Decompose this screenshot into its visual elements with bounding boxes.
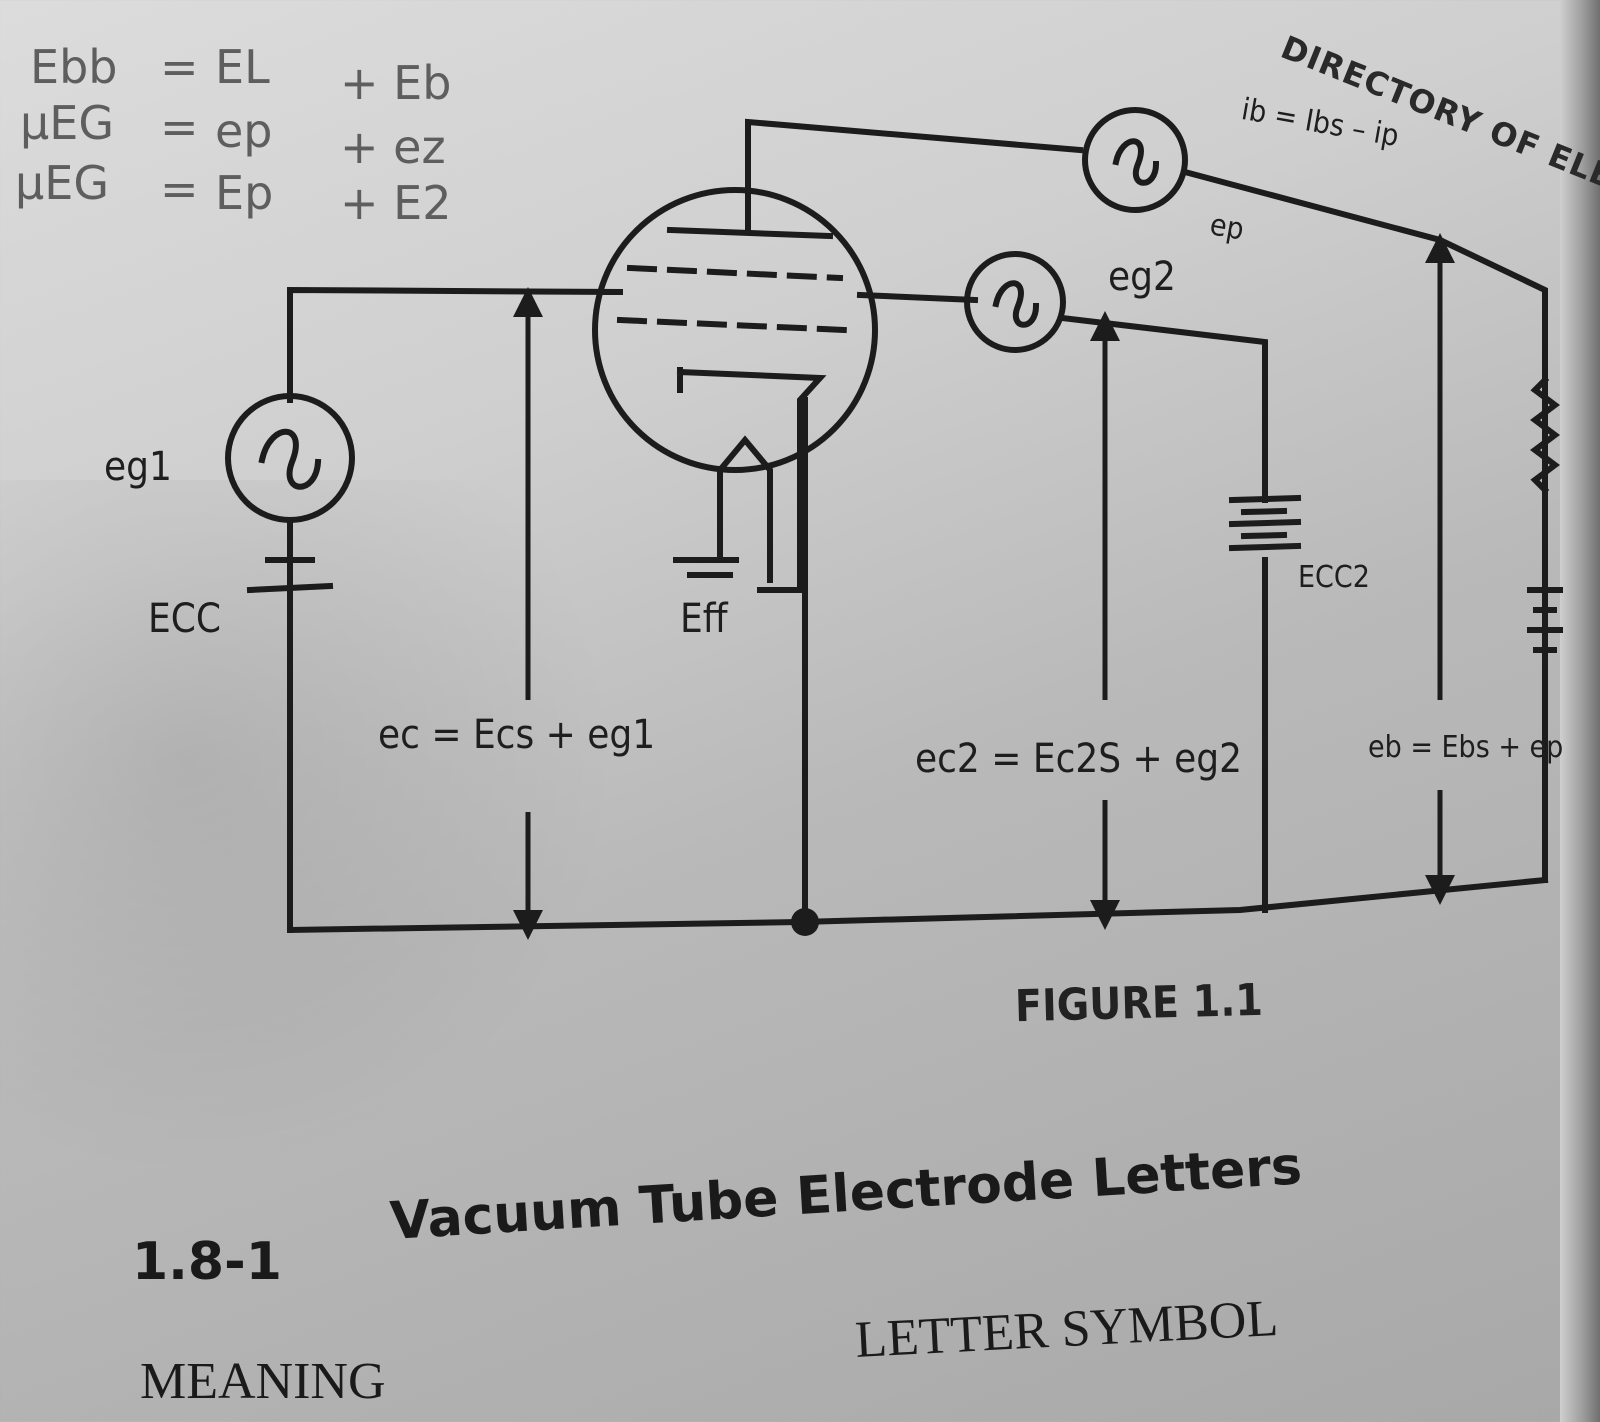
eq3-equals: = <box>160 162 199 216</box>
ep-sine <box>1112 138 1160 186</box>
eq1-lhs: Ebb <box>30 40 118 94</box>
grid-leads <box>597 289 979 304</box>
eq2-equals: = <box>160 100 199 154</box>
label-eg2: eg2 <box>1108 254 1176 300</box>
vacuum-tube <box>592 187 878 473</box>
eq1-term1: EL <box>215 40 270 94</box>
eq1-equals: = <box>160 40 199 94</box>
heater <box>673 435 773 583</box>
ground-bus <box>286 876 1549 934</box>
eq3-lhs: μEG <box>15 156 109 210</box>
eq3-term1: Ep <box>215 166 274 220</box>
ep-source <box>1082 107 1188 213</box>
ecc2-battery <box>1228 494 1302 552</box>
column-header-meaning: MEANING <box>140 1353 386 1410</box>
section-number: 1.8-1 <box>132 1232 282 1292</box>
label-eg1: eg1 <box>104 444 172 490</box>
eg2-sine <box>992 280 1040 328</box>
plate-lead <box>745 118 1084 235</box>
screen-supply <box>1058 314 1268 503</box>
figure-caption: FIGURE 1.1 <box>1014 974 1264 1033</box>
label-ecc: ECC <box>148 596 222 642</box>
eg2-source <box>964 251 1066 353</box>
load-resistor <box>1530 375 1560 495</box>
eq1-term2: + Eb <box>340 56 452 110</box>
eq2-lhs: μEG <box>20 96 114 150</box>
eq2-term2: + ez <box>340 120 446 174</box>
page-edge <box>1560 0 1600 1422</box>
ground-junction <box>791 908 819 936</box>
eq2-term1: ep <box>215 104 273 158</box>
eg1-sine <box>258 428 322 490</box>
cathode <box>676 367 827 593</box>
plate-supply <box>1181 168 1548 883</box>
label-ec2: ec2 = Ec2S + eg2 <box>915 736 1242 782</box>
label-eb: eb = Ebs + ep <box>1368 730 1564 765</box>
label-eff: Eff <box>680 596 728 642</box>
label-ep: ep <box>1207 207 1247 248</box>
grid1-top-wire <box>287 286 624 403</box>
screen-grid <box>616 316 849 334</box>
page-shadow <box>0 480 620 1180</box>
eg1-source <box>225 393 355 523</box>
label-ec: ec = Ecs + eg1 <box>378 712 656 758</box>
ebb-battery <box>1527 587 1563 653</box>
eq3-term2: + E2 <box>340 176 452 230</box>
label-ecc2: ECC2 <box>1298 560 1370 595</box>
control-grid <box>626 264 844 282</box>
